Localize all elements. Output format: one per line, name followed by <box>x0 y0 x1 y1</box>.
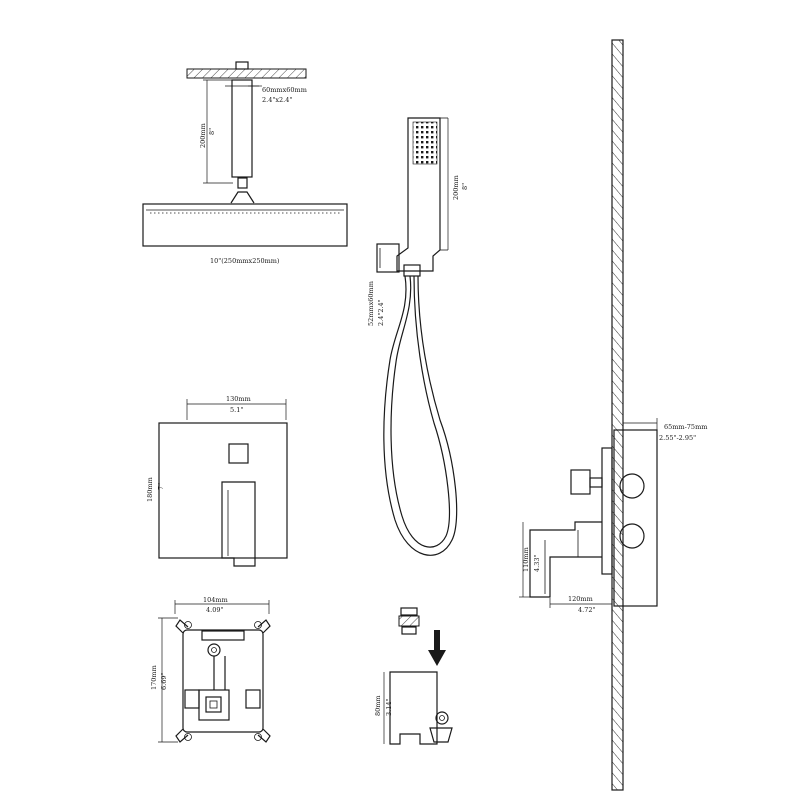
side-depth-in-label: 2.55"-2.95" <box>659 434 696 442</box>
holder-hook <box>435 711 449 725</box>
side-diverter-button <box>570 469 591 495</box>
valve-box-drawing: 104mm 4.09" 170mm 6.69" <box>150 596 271 743</box>
box-height-mm-label: 170mm <box>150 665 158 690</box>
hand-shower-handle <box>396 117 441 272</box>
shower-arm <box>231 79 253 178</box>
holder-size-mm-label: 52mmx60mm <box>367 281 375 326</box>
arm-size-mm-label: 60mmx60mm <box>262 86 307 94</box>
trim-width-in-label: 5.1" <box>230 406 243 414</box>
rough-in-box <box>182 629 264 733</box>
box-height-in-label: 6.69" <box>160 673 168 690</box>
ceiling-hatch <box>186 68 307 79</box>
mounting-tab-tr <box>257 619 271 634</box>
box-width-mm-label: 104mm <box>203 596 228 604</box>
spray-face <box>412 121 438 165</box>
lower-port <box>619 523 645 549</box>
handle-height-mm-label: 110mm <box>522 547 530 572</box>
wall-outlet-holder <box>389 671 438 745</box>
side-depth-mm-label: 65mm-75mm <box>664 423 707 431</box>
arm-length-in-label: 8" <box>208 128 216 135</box>
box-width-in-label: 4.09" <box>206 606 223 614</box>
shower-hose-inner <box>390 275 450 548</box>
hand-shower-holder <box>376 243 400 273</box>
trim-height-in-label: 7" <box>157 483 165 490</box>
holder-height-in-label: 3.14" <box>385 699 393 716</box>
handle-reach-in-label: 4.72" <box>578 606 595 614</box>
side-trim-plate <box>601 447 613 575</box>
head-size-label: 10"(250mmx250mm) <box>210 257 280 265</box>
hose-nut <box>400 607 418 616</box>
arm-length-mm-label: 200mm <box>199 123 207 148</box>
hose-nut-thread <box>398 615 420 627</box>
holder-size-in-label: 2.4"2.4" <box>377 299 385 326</box>
handle-height-in-label: 4.33" <box>533 555 541 572</box>
arm-size-in-label: 2.4"x2.4" <box>262 96 292 104</box>
mounting-tab-br <box>257 728 271 743</box>
mounting-tab-tl <box>175 619 189 634</box>
holder-height-mm-label: 80mm <box>374 695 382 716</box>
handle-reach-mm-label: 120mm <box>568 595 593 603</box>
holder-nut <box>403 264 421 277</box>
valve-lever <box>221 481 256 567</box>
trim-plate <box>158 422 288 559</box>
down-arrow-icon <box>428 630 446 666</box>
rain-shower-head-drawing: 60mmx60mm 2.4"x2.4" 200mm 8" 10"(250mmx2… <box>142 61 348 265</box>
hand-shower-drawing: 200mm 8" 52mmx60mm 2.4"2.4" <box>367 117 469 556</box>
trim-height-mm-label: 180mm <box>146 477 154 502</box>
trim-width-mm-label: 130mm <box>226 395 251 403</box>
arm-connector <box>237 177 248 189</box>
side-view-drawing: 65mm-75mm 2.55"-2.95" 110mm 4.33" 120mm … <box>519 39 707 791</box>
shower-hose-outer <box>383 275 458 556</box>
diverter-button <box>228 443 249 464</box>
wall-holder-drawing: 80mm 3.14" <box>374 607 453 745</box>
mounting-tab-bl <box>175 728 189 743</box>
hand-shower-length-mm-label: 200mm <box>452 175 460 200</box>
valve-cartridge <box>198 689 230 721</box>
top-outlet <box>207 643 221 657</box>
hand-shower-length-in-label: 8" <box>461 183 469 190</box>
rain-head-plate <box>142 203 348 247</box>
in-wall-valve-body <box>613 429 658 607</box>
upper-port <box>619 473 645 499</box>
wall-section <box>611 39 624 791</box>
ceiling-flange <box>235 61 249 70</box>
trim-plate-drawing: 130mm 5.1" 180mm 7" <box>146 395 288 567</box>
